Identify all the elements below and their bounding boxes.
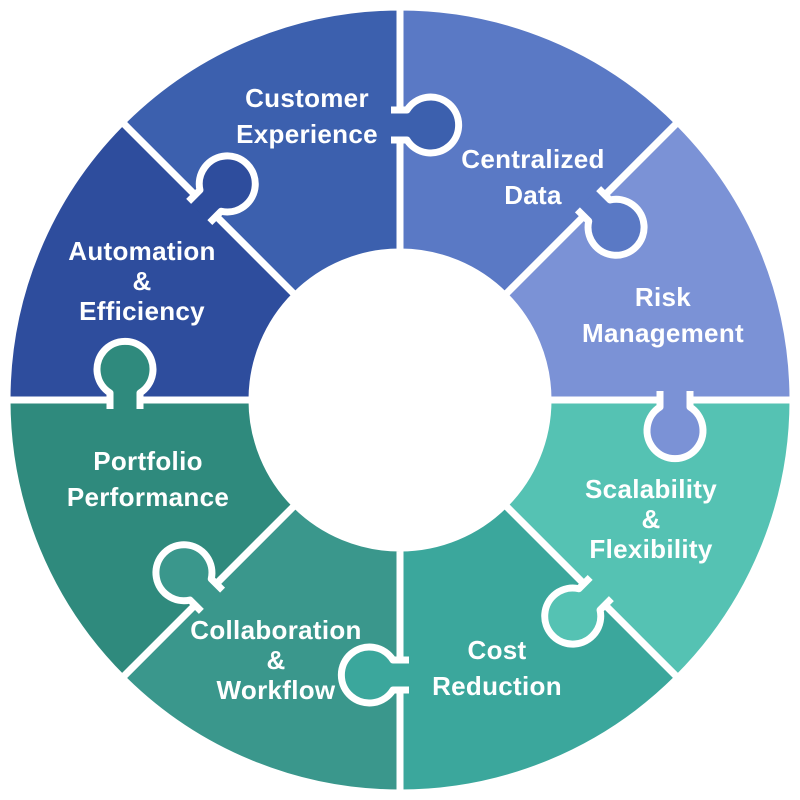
- tab-scalability-flexibility: [541, 574, 614, 648]
- segment-cost-reduction: [396, 501, 682, 797]
- segment-risk-management: [501, 118, 797, 404]
- segment-scalability-flexibility: [501, 396, 797, 682]
- tab-customer-experience: [391, 93, 463, 157]
- tab-cost-reduction: [337, 643, 409, 707]
- segment-centralized-data: [396, 3, 682, 299]
- tab-automation-efficiency: [186, 152, 259, 226]
- puzzle-tabs: [93, 93, 707, 707]
- tab-collaboration-workflow: [152, 541, 226, 614]
- segment-customer-experience: [118, 3, 404, 299]
- segment-collaboration-workflow: [118, 501, 404, 797]
- wheel-segments: [3, 3, 797, 797]
- tab-centralized-data: [574, 186, 648, 259]
- tab-risk-management: [643, 391, 707, 463]
- segment-portfolio-performance: [3, 396, 299, 682]
- tab-portfolio-performance: [93, 337, 157, 409]
- segment-automation-efficiency: [3, 118, 299, 404]
